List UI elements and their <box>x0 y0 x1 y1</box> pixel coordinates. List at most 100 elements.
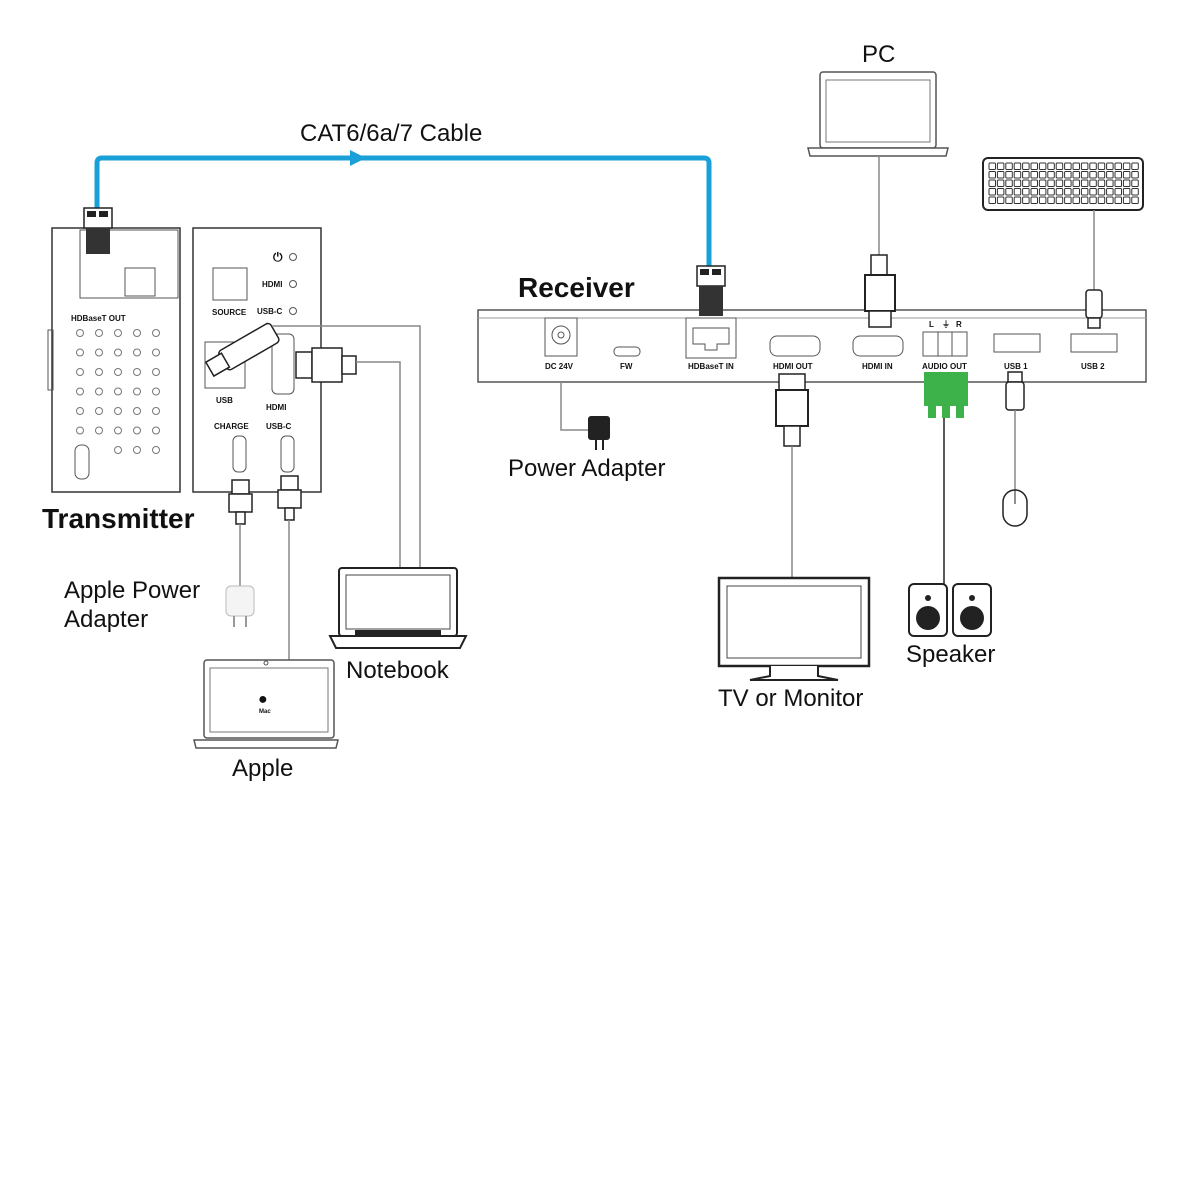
apple-power-adapter-icon <box>225 585 255 627</box>
keyboard-key <box>1038 162 1047 170</box>
apple-label: Apple <box>232 755 293 782</box>
vent-hole <box>114 387 122 396</box>
keyboard-key <box>1005 171 1013 179</box>
power-icon: ⏻ <box>273 250 283 264</box>
vent-hole <box>76 387 84 396</box>
keyboard-key <box>1030 171 1038 179</box>
usb-plug-icon <box>204 322 280 378</box>
keyboard-key <box>1064 171 1072 179</box>
usb1-port <box>993 333 1041 353</box>
cat-cable <box>94 150 712 268</box>
keyboard-key <box>1080 188 1089 196</box>
keyboard-key <box>1106 188 1114 196</box>
hdmi-in-label: HDMI IN <box>862 362 893 371</box>
keyboard-key <box>1064 188 1072 196</box>
audio-out-port <box>922 331 968 357</box>
notebook-label: Notebook <box>346 657 450 684</box>
usbc-port <box>280 435 295 473</box>
keyboard-key <box>1005 188 1013 196</box>
keyboard-key <box>988 179 996 187</box>
hdmi-plug-tv-icon <box>775 373 809 447</box>
keyboard-key <box>1047 162 1055 170</box>
keyboard-key <box>1013 179 1022 187</box>
vent-hole <box>133 426 141 435</box>
power-adapter-label: Power Adapter <box>508 455 665 482</box>
keyboard-key <box>1122 162 1131 170</box>
apple-power-adapter-label: Apple Power <box>64 577 200 604</box>
keyboard-key <box>1131 162 1139 170</box>
ground-icon: ⏚ <box>942 320 950 329</box>
keyboard-key <box>1022 179 1030 187</box>
keyboard-key <box>1080 196 1089 204</box>
receiver-title: Receiver <box>518 272 635 303</box>
keyboard-key <box>996 162 1005 170</box>
usb2-port <box>1070 333 1118 353</box>
keyboard-key <box>1114 171 1122 179</box>
pc-label: PC <box>862 41 895 68</box>
hdmi-plug-pc-icon <box>864 254 896 328</box>
tv-monitor-label: TV or Monitor <box>718 685 863 712</box>
usb-plug-mouse-icon <box>1005 371 1025 411</box>
keyboard-key <box>1047 188 1055 196</box>
vent-hole <box>76 348 84 357</box>
notebook-icon <box>328 567 468 649</box>
keyboard-key <box>1097 188 1106 196</box>
vent-hole <box>133 407 141 415</box>
keyboard-key <box>988 162 996 170</box>
keyboard-key <box>1114 196 1122 204</box>
keyboard-key <box>1064 179 1072 187</box>
vent-hole <box>133 368 141 376</box>
usb-b-port <box>204 341 246 389</box>
keyboard-key <box>1106 179 1114 187</box>
keyboard-key <box>1097 171 1106 179</box>
usbc-indicator-label: USB-C <box>257 307 283 316</box>
charge-label: CHARGE <box>214 422 249 431</box>
keyboard-key <box>1038 171 1047 179</box>
cable-label: CAT6/6a/7 Cable <box>300 120 482 147</box>
apple-logo-icon: ● <box>258 691 268 708</box>
vent-hole <box>76 407 84 415</box>
keyboard-key <box>996 196 1005 204</box>
keyboard-key <box>1114 188 1122 196</box>
transmitter-unit-left: HDBaseT OUT <box>47 227 181 493</box>
audio-out-label: AUDIO OUT <box>922 362 967 371</box>
usb-label: USB <box>216 396 233 405</box>
keyboard-key <box>1122 188 1131 196</box>
keyboard-key <box>1122 196 1131 204</box>
hdmi-in-port <box>852 335 904 357</box>
keyboard-key <box>1080 171 1089 179</box>
audio-terminal-connector <box>924 372 968 418</box>
keyboard-key <box>1030 188 1038 196</box>
usbc-label: USB-C <box>266 422 292 431</box>
vent-hole <box>76 426 84 435</box>
micro-usb-port <box>74 444 90 480</box>
audio-r-label: R <box>956 320 962 329</box>
keyboard-key <box>1106 196 1114 204</box>
keyboard-key <box>1080 179 1089 187</box>
keyboard-key <box>1038 196 1047 204</box>
keyboard-key <box>1072 162 1080 170</box>
vent-hole <box>152 329 160 337</box>
hdbaset-out-label: HDBaseT OUT <box>71 314 126 323</box>
keyboard-key <box>1114 162 1122 170</box>
keyboard-icon <box>982 157 1144 211</box>
source-button[interactable] <box>212 267 248 301</box>
hdbaset-in-port <box>685 317 737 359</box>
keyboard-key <box>1038 179 1047 187</box>
keyboard-key <box>1038 188 1047 196</box>
hdmi-label: HDMI <box>266 403 286 412</box>
keyboard-key <box>1131 188 1139 196</box>
vent-hole <box>95 329 103 337</box>
usb1-label: USB 1 <box>1004 362 1028 371</box>
keyboard-key <box>1089 171 1097 179</box>
keyboard-key <box>1022 162 1030 170</box>
direction-arrow-icon <box>350 150 366 166</box>
fw-label: FW <box>620 362 633 371</box>
keyboard-key <box>988 188 996 196</box>
receiver-unit <box>477 309 1147 383</box>
keyboard-key <box>1022 171 1030 179</box>
vent-hole <box>76 368 84 376</box>
dc-24v-label: DC 24V <box>545 362 574 371</box>
vent-hole <box>95 387 103 396</box>
keyboard-key <box>1055 162 1064 170</box>
